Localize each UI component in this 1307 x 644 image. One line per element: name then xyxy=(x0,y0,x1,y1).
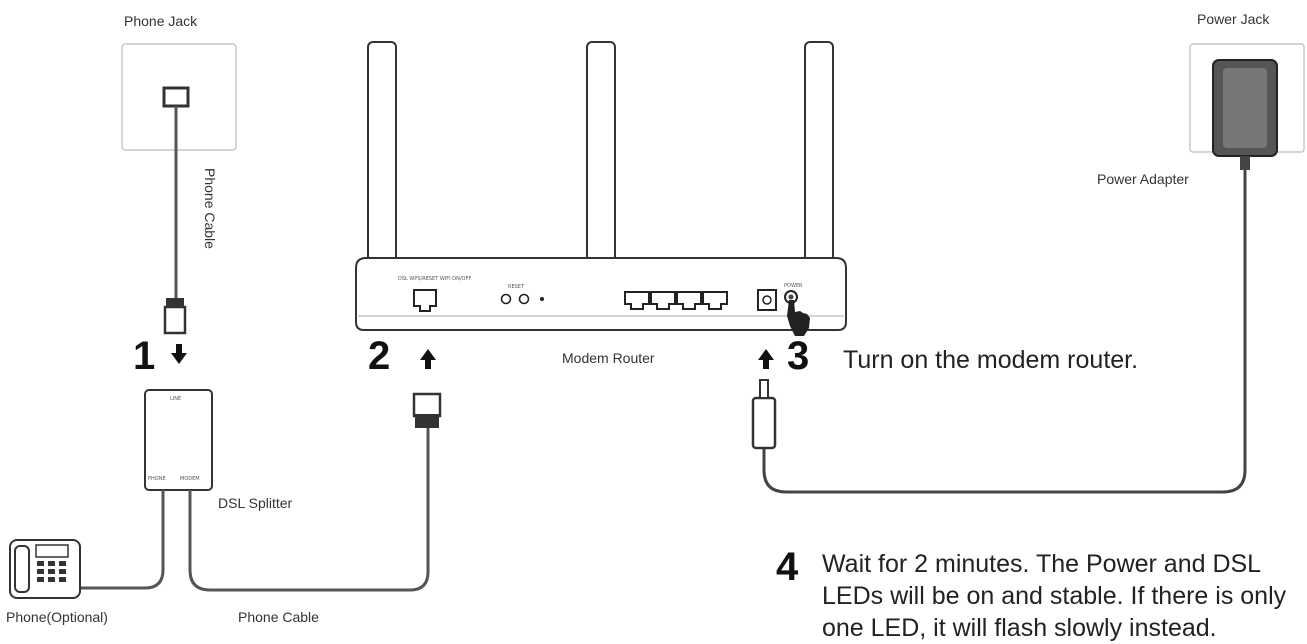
telephone-icon xyxy=(9,539,81,599)
step-4-text: Wait for 2 minutes. The Power and DSL LE… xyxy=(822,548,1286,644)
phone-cable-top xyxy=(163,106,187,335)
modem-router-label: Modem Router xyxy=(562,350,655,366)
arrow-down-icon-step1 xyxy=(171,344,187,364)
step-4-line-1: Wait for 2 minutes. The Power and DSL xyxy=(822,550,1262,578)
step-4-number: 4 xyxy=(776,545,799,589)
hand-press-icon xyxy=(787,300,810,336)
phone-cable-top-label: Phone Cable xyxy=(202,168,218,249)
step-2-number: 2 xyxy=(368,334,391,378)
power-adapter xyxy=(1212,59,1278,170)
arrow-up-icon-step3 xyxy=(758,349,774,369)
phone-jack-plate xyxy=(121,43,237,151)
phone-jack-label: Phone Jack xyxy=(124,13,198,29)
svg-text:POWER: POWER xyxy=(784,283,803,289)
step-1-number: 1 xyxy=(133,334,156,378)
dsl-splitter-label: DSL Splitter xyxy=(218,495,293,511)
svg-text:RESET: RESET xyxy=(508,284,525,290)
power-adapter-label: Power Adapter xyxy=(1097,171,1189,187)
phone-optional-label: Phone(Optional) xyxy=(6,609,108,625)
phone-cable-plug-router xyxy=(412,392,442,428)
modem-router-body: DSL WPS/RESET WIFI ON/OFF RESET POWER xyxy=(355,257,847,331)
splitter-port-phone: PHONE xyxy=(148,476,166,482)
step-3-text: Turn on the modem router. xyxy=(843,346,1139,374)
svg-text:DSL WPS/RESET WIFI ON/OFF: DSL WPS/RESET WIFI ON/OFF xyxy=(398,276,471,282)
step-4-line-2: LEDs will be on and stable. If there is … xyxy=(822,582,1287,610)
power-cable xyxy=(751,170,1247,494)
splitter-cables xyxy=(75,428,430,592)
dsl-splitter: LINE PHONE MODEM xyxy=(144,389,213,491)
splitter-port-modem: MODEM xyxy=(180,476,200,482)
splitter-port-line: LINE xyxy=(170,396,181,402)
step-4-line-3: one LED, it will flash slowly instead. xyxy=(822,614,1217,642)
step-3-number: 3 xyxy=(787,334,810,378)
arrow-up-icon-step2 xyxy=(420,349,436,369)
power-jack-label: Power Jack xyxy=(1197,11,1270,27)
phone-cable-bottom-label: Phone Cable xyxy=(238,609,319,625)
